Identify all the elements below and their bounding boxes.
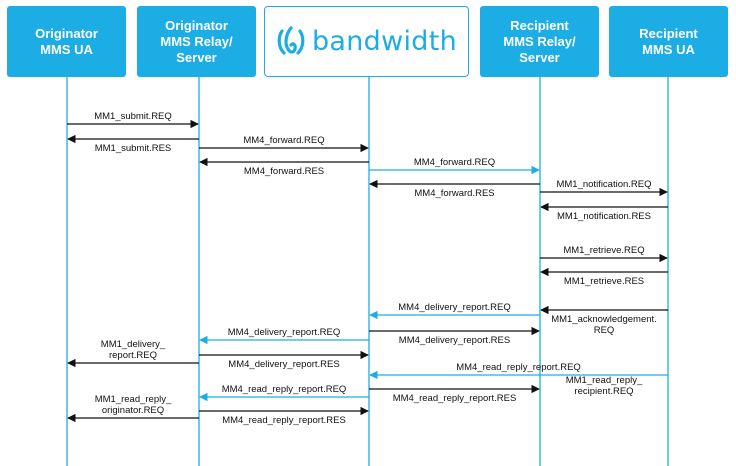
message-label-m16: MM4_delivery_report.RES — [228, 359, 339, 370]
participant-label-line: Server — [519, 49, 560, 65]
bandwidth-logo-icon — [277, 25, 305, 55]
message-label-m12: REQ — [594, 325, 615, 336]
side-note-n1: MM1_read_reply_ — [566, 375, 643, 386]
participant-label-line: Recipient — [639, 25, 698, 41]
participant-label-line: MMS UA — [642, 41, 695, 57]
message-label-m17: MM4_read_reply_report.REQ — [456, 362, 581, 373]
participant-originator-ua: Originator MMS UA — [7, 6, 126, 77]
message-label-m12: MM1_acknowledgement. — [551, 314, 657, 325]
message-label-m11: MM4_delivery_report.REQ — [398, 302, 510, 313]
message-label-m13: MM4_delivery_report.REQ — [228, 327, 340, 338]
message-label-m2: MM1_submit.RES — [95, 143, 172, 154]
participant-recipient-relay: Recipient MMS Relay/ Server — [480, 6, 599, 77]
participant-label-line: Originator — [165, 17, 228, 33]
message-label-m6: MM4_forward.RES — [414, 188, 494, 199]
participant-label-line: Server — [176, 49, 217, 65]
bandwidth-wordmark: bandwidth — [311, 26, 458, 57]
message-label-m20: MM1_read_reply_ — [95, 394, 172, 405]
participant-originator-relay: Originator MMS Relay/ Server — [137, 6, 256, 77]
message-label-m18: MM4_read_reply_report.RES — [393, 393, 517, 404]
message-label-m3: MM4_forward.REQ — [243, 135, 324, 146]
participant-label-line: Originator — [35, 25, 98, 41]
participant-label-line: Recipient — [510, 17, 569, 33]
side-note-n1: recipient.REQ — [574, 386, 633, 397]
message-label-m10: MM1_retrieve.RES — [564, 276, 644, 287]
participant-label-line: MMS UA — [40, 41, 93, 57]
message-label-m8: MM1_notification.RES — [557, 211, 651, 222]
message-label-m19: MM4_read_reply_report.REQ — [222, 384, 347, 395]
message-label-m1: MM1_submit.REQ — [94, 111, 172, 122]
participant-recipient-ua: Recipient MMS UA — [609, 6, 728, 77]
message-label-m5: MM4_forward.REQ — [414, 157, 495, 168]
message-label-m4: MM4_forward.RES — [244, 166, 324, 177]
message-label-m20: originator.REQ — [102, 405, 164, 416]
message-label-m21: MM4_read_reply_report.RES — [222, 415, 346, 426]
message-label-m15: MM1_delivery_ — [101, 339, 166, 350]
participant-bandwidth: bandwidth — [264, 6, 469, 77]
message-label-m15: report.REQ — [109, 350, 157, 361]
message-label-m7: MM1_notification.REQ — [556, 179, 651, 190]
message-label-m9: MM1_retrieve.REQ — [563, 245, 644, 256]
participant-label-line: MMS Relay/ — [160, 33, 233, 49]
message-label-m14: MM4_delivery_report.RES — [399, 335, 510, 346]
participant-label-line: MMS Relay/ — [503, 33, 576, 49]
